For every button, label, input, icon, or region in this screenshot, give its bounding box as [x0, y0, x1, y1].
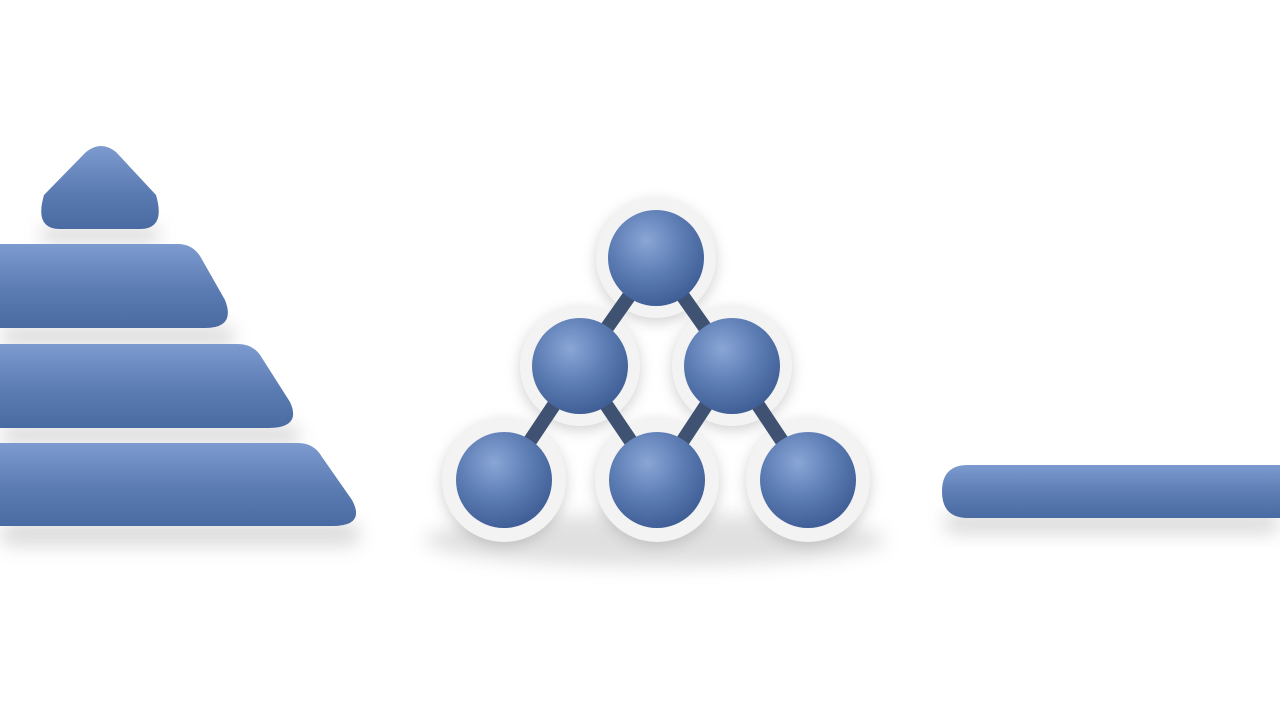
- pyramid-layer-2: [0, 244, 228, 328]
- tree-node-mid-left: [532, 318, 628, 414]
- pyramid-shadow: [0, 226, 360, 546]
- tree-node-leaf-right: [760, 432, 856, 528]
- hierarchy-tree-icon: [425, 198, 885, 566]
- tree-node-root: [608, 210, 704, 306]
- tree-nodes: [456, 210, 856, 528]
- pyramid-layer-3: [0, 344, 294, 428]
- pyramid-layer-base: [0, 443, 357, 526]
- tree-node-leaf-left: [456, 432, 552, 528]
- tree-node-mid-right: [684, 318, 780, 414]
- horizontal-bar: [942, 465, 1280, 518]
- horizontal-bar-icon: [942, 465, 1280, 534]
- layered-pyramid-icon: [0, 146, 360, 546]
- tree-node-leaf-center: [609, 432, 705, 528]
- pyramid-layer-top: [41, 146, 159, 229]
